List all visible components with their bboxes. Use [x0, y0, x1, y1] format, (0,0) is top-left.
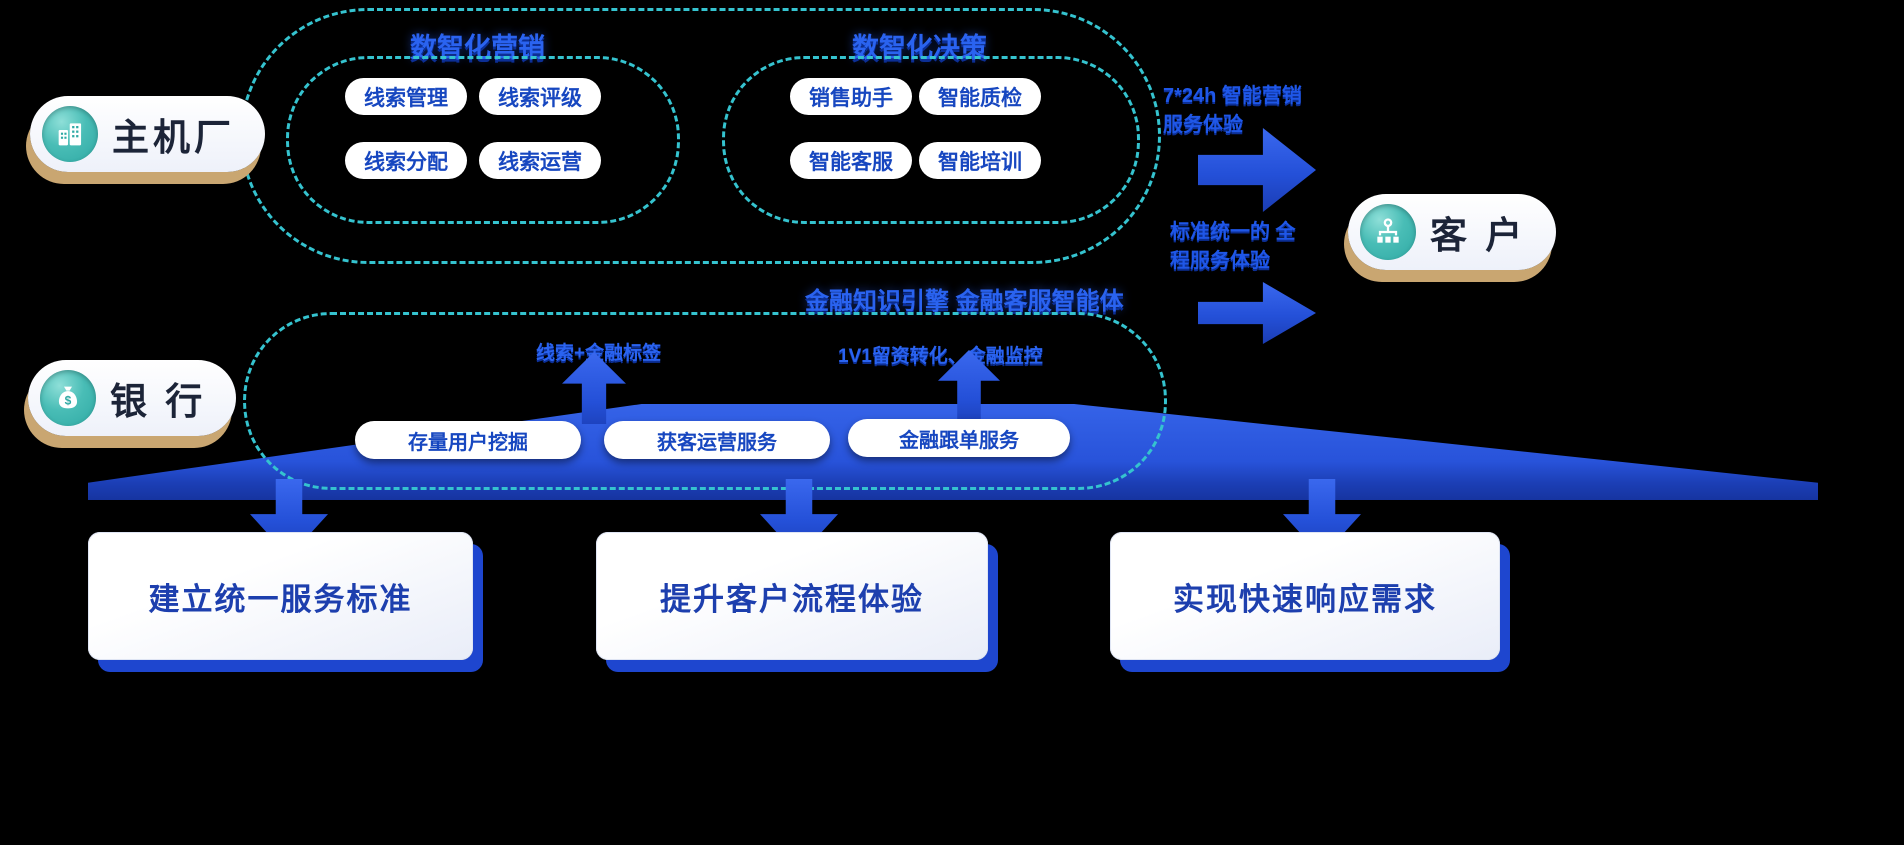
note-1v1-conversion: 1V1留资转化、金融监控: [838, 346, 1043, 367]
svg-text:$: $: [65, 394, 72, 408]
note-lead-finance-tag: 线索+金融标签: [536, 343, 662, 364]
card-fast-response-label: 实现快速响应需求: [1173, 581, 1437, 617]
pill-lead-rating: 线索评级: [479, 78, 601, 115]
arrow-right-top-icon: [1198, 128, 1316, 212]
card-customer-experience-label: 提升客户流程体验: [660, 581, 924, 617]
org-person-icon: [1360, 204, 1416, 260]
pill-lead-operation: 线索运营: [479, 142, 601, 179]
card-unified-standard-label: 建立统一服务标准: [148, 581, 413, 617]
pill-acquisition-operation: 获客运营服务: [604, 421, 830, 459]
marketing-dashed-container: [286, 56, 680, 224]
pill-smart-qc: 智能质检: [919, 78, 1041, 115]
moneybag-icon: $: [40, 370, 96, 426]
card-unified-standard: 建立统一服务标准: [88, 532, 473, 660]
badge-oem: 主机厂: [30, 96, 265, 172]
card-fast-response: 实现快速响应需求: [1110, 532, 1500, 660]
finance-dashed-container: [243, 312, 1167, 490]
building-icon: [42, 106, 98, 162]
pill-smart-training: 智能培训: [919, 142, 1041, 179]
badge-bank: $ 银 行: [28, 360, 237, 436]
flow-text-standard-service: 标准统一的 全程服务体验: [1170, 221, 1296, 272]
pill-sales-assistant: 销售助手: [790, 78, 912, 115]
pill-existing-user-mining: 存量用户挖掘: [355, 421, 581, 459]
arrow-right-bottom-icon: [1198, 282, 1316, 344]
pill-finance-follow-service: 金融跟单服务: [848, 419, 1070, 457]
pill-smart-service: 智能客服: [790, 142, 912, 179]
flow-text-247-service: 7*24h 智能营销 服务体验: [1163, 85, 1302, 136]
pill-lead-distribution: 线索分配: [345, 142, 467, 179]
decision-dashed-container: [722, 56, 1140, 224]
card-customer-experience: 提升客户流程体验: [596, 532, 988, 660]
badge-oem-label: 主机厂: [112, 117, 235, 158]
badge-customer-label: 客 户: [1430, 215, 1527, 256]
pill-lead-management: 线索管理: [345, 78, 467, 115]
badge-customer: 客 户: [1348, 194, 1557, 270]
badge-bank-label: 银 行: [110, 381, 207, 422]
finance-engine-title: 金融知识引擎 金融客服智能体: [805, 288, 1124, 315]
